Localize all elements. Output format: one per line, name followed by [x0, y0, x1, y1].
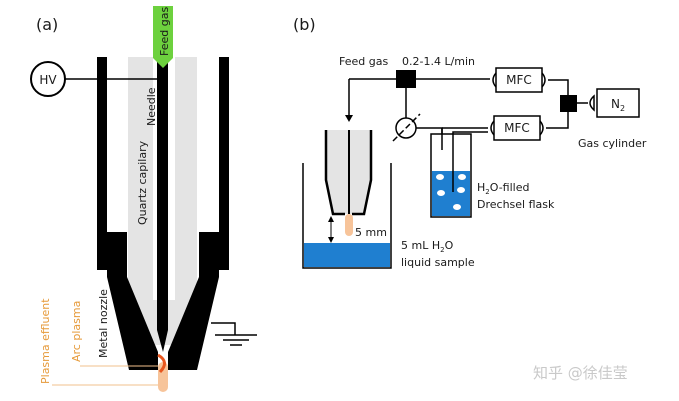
flask-label-line1: H2O-filled [477, 181, 529, 196]
arrow-down-icon [345, 115, 353, 122]
cylinder-connector [589, 94, 595, 112]
ground-wire [211, 322, 236, 335]
bubble [458, 174, 466, 180]
needle-label: Needle [145, 87, 158, 126]
flask-label-line2: Drechsel flask [477, 198, 555, 211]
plasma-jet [345, 214, 353, 236]
outer-electrode-right [219, 57, 229, 270]
beaker [302, 163, 392, 269]
torch-wall-right [352, 130, 373, 216]
mfc-bottom-label: MFC [504, 121, 530, 135]
arrow-down-icon [328, 237, 334, 243]
junction-top [396, 70, 416, 88]
line-mfc-bottom-junction [546, 112, 569, 129]
quartz-capillary-left [128, 57, 153, 332]
arc-plasma [157, 353, 166, 374]
mfc-bottom-connector-left [490, 120, 495, 136]
liquid-sample [304, 243, 390, 267]
metal-nozzle-right [168, 232, 219, 370]
mfc-top-label: MFC [506, 73, 532, 87]
flow-rate-label: 0.2-1.4 L/min [402, 55, 475, 68]
valve-slash [392, 113, 421, 142]
mfc-top-connector-left [492, 72, 497, 88]
distance-label: 5 mm [355, 226, 387, 239]
bubble [457, 187, 465, 193]
arc-plasma-label: Arc plasma [70, 301, 83, 362]
bubble [436, 174, 444, 180]
metal-nozzle-label: Metal nozzle [97, 289, 110, 358]
feed-gas-label: Feed gas [158, 7, 171, 56]
flask-tube-long [452, 131, 488, 192]
sample-label-line1: 5 mL H2O [401, 239, 454, 254]
quartz-capillary-right [175, 57, 197, 332]
quartz-capillary-label: Quartz capilary [136, 140, 149, 225]
needle [157, 60, 168, 352]
plasma-effluent-label: Plasma effluent [39, 298, 52, 384]
mfc-top [495, 67, 543, 93]
mfc-top-connector-right [541, 72, 546, 88]
gas-cylinder [596, 88, 640, 118]
panel-b-label: (b) [293, 15, 316, 34]
feed-gas-b-label: Feed gas [339, 55, 388, 68]
bubble [437, 190, 445, 196]
outer-electrode-left [97, 57, 107, 270]
panel-a-label: (a) [36, 15, 58, 34]
hv-label: HV [39, 73, 57, 87]
line-mfc-top-junction [548, 79, 569, 95]
arrow-up-icon [328, 216, 334, 222]
gas-cylinder-label: Gas cylinder [578, 137, 647, 150]
torch-wall-left [324, 130, 345, 216]
sample-label-line2: liquid sample [401, 256, 475, 269]
junction-right [560, 95, 577, 112]
n2-label: N2 [611, 97, 625, 113]
watermark: 知乎 @徐佳莹 [533, 364, 628, 382]
feed-gas-arrow [153, 6, 173, 68]
bubble [453, 204, 461, 210]
mfc-bottom-connector-right [539, 120, 544, 136]
mfc-bottom [493, 115, 541, 141]
metal-nozzle-left [107, 232, 158, 370]
